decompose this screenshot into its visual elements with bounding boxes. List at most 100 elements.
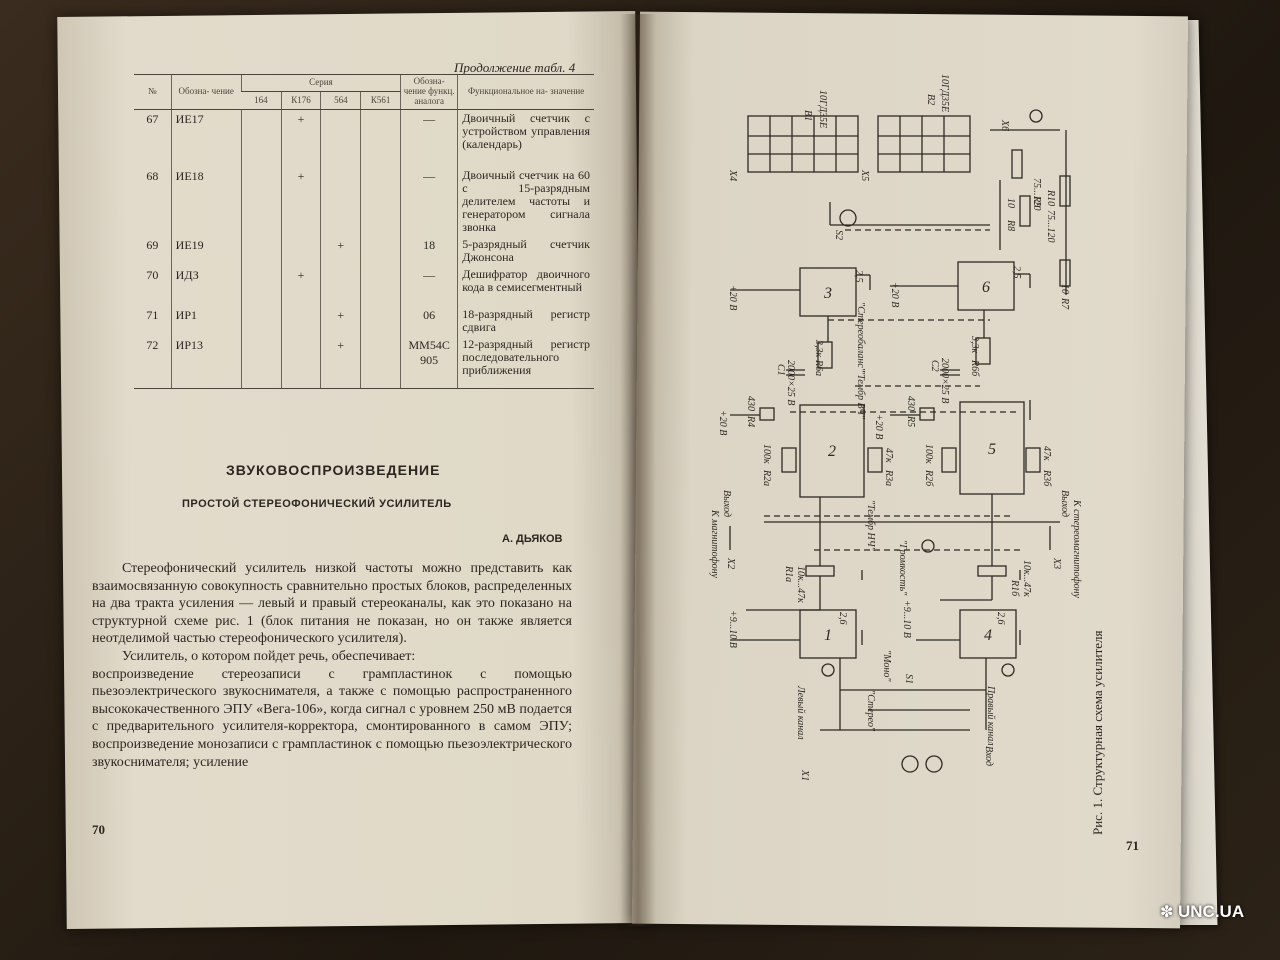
label-tembr-vch: "Тембр ВЧ" [855,370,866,420]
label-stereo: "Стерео" [865,690,876,732]
header-analog: Обозна- чение функц. аналога [400,74,458,110]
label-n25-1: 2,5 [853,270,864,283]
cell-series-mark [240,167,282,237]
label-left-channel: Левый канал [795,685,806,740]
label-r4-value: 430 [745,396,756,411]
cell-series-mark: + [280,167,321,237]
speaker-b1-box [747,115,859,173]
label-plus910-2: +9...10 В [901,600,912,638]
cell-series-mark [360,306,401,337]
figure-caption: Рис. 1. Структурная схема усилителя [1090,630,1105,835]
label-r2b-value: 100к [923,444,934,464]
header-series-164: 164 [241,91,282,110]
cell-series-mark [280,236,321,267]
header-designation: Обозна- чение [170,74,242,110]
cell-series-mark [240,266,282,307]
label-tembr-nch: "Тембр НЧ" [865,500,876,552]
block-6-label: 6 [982,279,990,296]
label-vyhod-left: Выход [721,490,732,517]
label-r3b: R3б [1041,469,1052,487]
cell-designation: ИДЗ [170,266,242,307]
label-r7-value: 10 [1059,284,1070,294]
cell-function: 12-разрядный регистр последовательного п… [457,336,594,389]
cell-analog: 06 [400,306,458,337]
cell-analog: MM54C 905 [400,336,458,389]
label-r8-value: 10 [1005,198,1016,208]
header-function: Функциональное на- значение [457,74,594,110]
label-n25-2: 2,5 [1011,266,1022,279]
label-r3a: R3а [883,469,894,486]
label-r8: R8 [1005,219,1016,231]
cell-series-mark [360,109,401,168]
label-plus910-1: +9...10 В [727,610,738,648]
label-r9: R9 [1031,195,1042,207]
label-right-channel: Правый канал [985,685,996,746]
cell-designation: ИЕ18 [170,167,242,237]
cell-series-mark: + [320,336,361,389]
cell-series-mark [360,167,401,237]
cell-series-mark: + [280,266,321,307]
cell-series-mark [360,236,401,267]
paragraph: Стереофонический усилитель низкой частот… [92,561,572,647]
block-4 [959,609,1017,659]
cell-designation: ИЕ19 [170,236,242,267]
label-to-magnitofon: К магнитофону [709,509,720,579]
label-plus20-4: +20 В [873,414,884,439]
label-r6b: R6б [969,359,980,377]
label-to-stereomagnitofon: К стереомагнитофону [1071,499,1082,599]
label-mono: "Моно" [881,650,892,682]
cell-series-mark [320,109,361,168]
label-r10-value: 75...120 [1045,210,1056,243]
cell-number: 69 [146,238,159,253]
block-1-label: 1 [824,627,832,644]
cell-series-mark: + [320,236,361,267]
block-5-label: 5 [988,441,996,458]
cell-designation: ИР13 [170,336,242,389]
cell-number: 71 [146,308,159,323]
label-b1-type: 10ГД35Е [817,90,828,128]
cell-series-mark [280,306,321,337]
cell-number: 72 [134,336,172,389]
cell-analog: — [400,266,458,307]
speaker-b2-box [877,115,971,173]
cell-designation: ИР1 [170,306,242,337]
label-stereobalance: "Стереобаланс" [855,302,866,373]
block-2 [799,404,865,498]
label-c1: C1 [775,364,786,376]
label-r6a: R6а [813,359,824,376]
microchip-table: № Обозна- чение Серия Обозна- чение функ… [134,73,594,389]
cell-function: Дешифратор двоичного кода в семисегментн… [457,266,594,307]
label-r1b-value: 10к...47к [1021,560,1032,597]
label-r3b-value: 47к [1041,446,1052,461]
block-2-label: 2 [828,443,836,460]
block-3-label: 3 [823,285,832,302]
header-series-k176: К176 [280,91,321,110]
label-x4: X4 [727,169,738,181]
cell-series-mark [360,336,401,389]
table-continuation-label: Продолжение табл. 4 [454,60,576,75]
block-1 [799,609,857,659]
label-b2-type: 10ГД35Е [939,74,950,112]
label-r2a-value: 100к [761,444,772,464]
header-series-k561: К561 [360,91,401,110]
cell-number: 67 [146,111,159,126]
label-x1: X1 [799,769,810,781]
label-r2a: R2а [761,469,772,486]
label-plus20-3: +20 В [717,410,728,435]
label-r5-value: 430 [905,396,916,411]
article-title: ПРОСТОЙ СТЕРЕОФОНИЧЕСКИЙ УСИЛИТЕЛЬ [182,498,452,510]
cell-series-mark: + [320,306,361,337]
label-gromkost: "Громкость" [897,540,908,596]
page-number-right: 71 [1126,838,1139,853]
cell-series-mark [320,167,361,237]
block-4-label: 4 [984,627,992,644]
label-n26-1: 2,6 [837,612,848,625]
label-b2: B2 [925,94,936,105]
cell-analog: 18 [400,236,458,267]
watermark-logo: UNC.UA [1178,902,1245,921]
cell-series-mark [320,266,361,307]
label-r3a-value: 47к [883,448,894,463]
